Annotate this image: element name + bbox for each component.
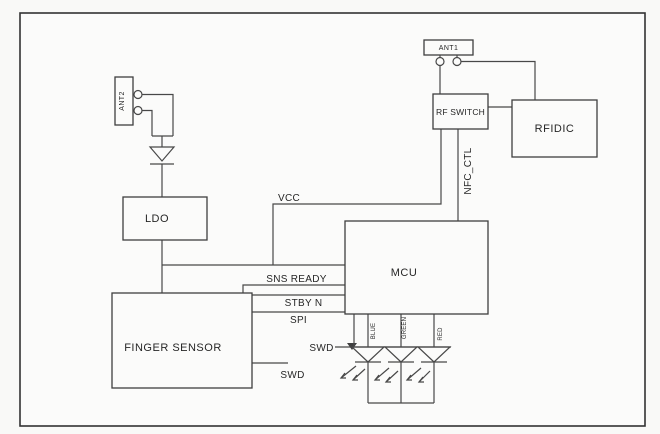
wires (142, 60, 536, 404)
ant2-pad-top (133, 89, 143, 100)
vcc-rfswitch-wire (272, 129, 442, 265)
led-emission-arrows (339, 365, 366, 381)
stby-n-label: STBY N (285, 298, 323, 309)
led-blue-icon (339, 346, 386, 381)
led-green-label: GREEN (402, 317, 408, 339)
led-blue-label: BLUE (371, 323, 377, 339)
mcu-label: MCU (391, 267, 418, 279)
ldo-block: LDO (122, 196, 208, 241)
ant2-bottom-wire (142, 109, 153, 136)
finger-sensor-block: FINGER SENSOR (111, 292, 253, 389)
nfc-ctl-label: NFC_CTL (463, 147, 474, 194)
rfid-ic-label: RFIDIC (535, 123, 575, 135)
mcu-block: MCU (344, 220, 489, 315)
led-emission-arrows (373, 367, 399, 383)
swd-mcu-label: SWD (309, 343, 333, 354)
ant1-pad-right (452, 56, 462, 67)
spi-label: SPI (290, 315, 307, 326)
ant1-pad-left (435, 56, 445, 67)
sns-ready-label: SNS READY (266, 274, 327, 285)
led-triangle (383, 346, 419, 363)
vcc-label: VCC (278, 193, 300, 204)
ldo-label: LDO (145, 213, 169, 225)
ant2-label: ANT2 (119, 91, 126, 111)
diode-icon (148, 146, 176, 165)
ant1-block: ANT1 (423, 39, 474, 67)
ant2-block: ANT2 (114, 76, 143, 126)
led-red-icon (405, 346, 452, 383)
ant1-rfidic-wire (461, 60, 536, 100)
finger-sensor-label: FINGER SENSOR (124, 342, 222, 354)
rf-switch-block: RF SWITCH (432, 93, 489, 130)
ant2-top-wire (142, 93, 174, 136)
led-triangle (350, 346, 386, 363)
led-triangle (416, 346, 452, 363)
rfid-ic-block: RFIDIC (511, 99, 598, 158)
led-emission-arrows (405, 367, 431, 383)
ant2-pad-bottom (133, 105, 143, 116)
rf-switch-label: RF SWITCH (436, 107, 485, 117)
led-green-icon (373, 346, 419, 383)
diode-triangle (148, 146, 176, 162)
swd-sensor-label: SWD (280, 370, 304, 381)
ant1-label: ANT1 (439, 45, 459, 52)
led-red-label: RED (438, 327, 444, 341)
sns-ready-wire (242, 284, 345, 293)
